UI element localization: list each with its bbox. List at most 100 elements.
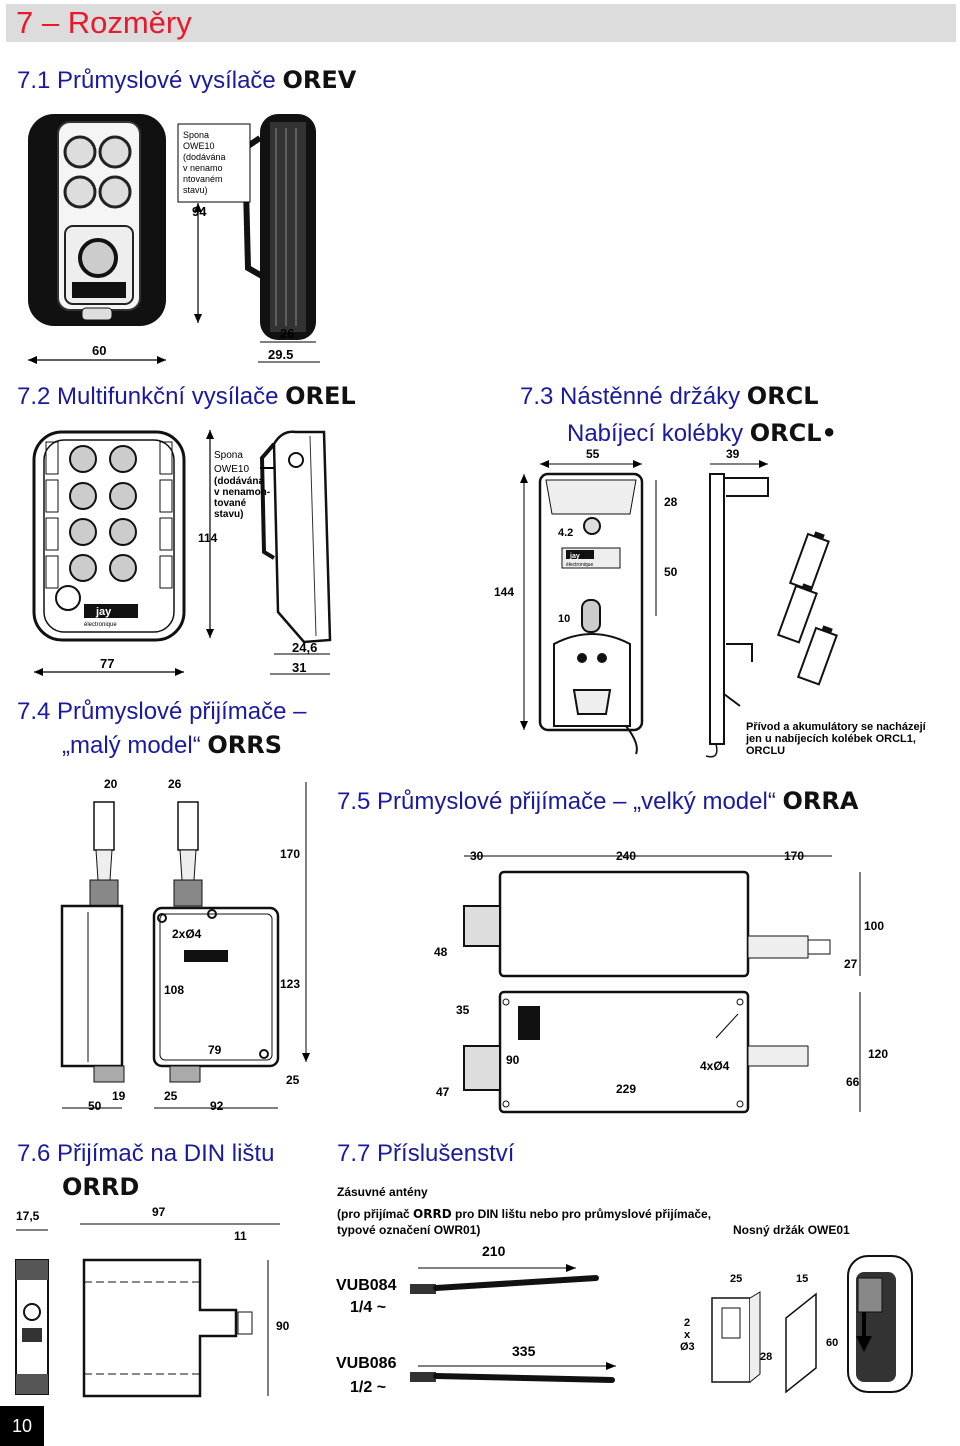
brand-logo: jay	[95, 606, 112, 618]
dim-50: 50	[88, 1099, 102, 1113]
battery-2	[776, 583, 818, 644]
dim-240: 240	[616, 849, 636, 863]
figure-orcl-holder: 55 39 jay électronique 4.2 10 144 28 50 …	[494, 447, 929, 758]
product-code-orra: ORRA	[782, 787, 859, 815]
dim-11: 11	[234, 1229, 247, 1243]
dim-width: 60	[92, 343, 106, 358]
clip-note: Spona OWE10 (dodávána v nenamo ntovaném …	[183, 130, 228, 195]
dim-17-5: 17,5	[16, 1209, 40, 1223]
dim-92: 92	[210, 1099, 224, 1113]
section-7-5-heading: 7.5 Průmyslové přijímače – „velký model“…	[337, 787, 859, 815]
ant1-length: 210	[482, 1243, 506, 1259]
dim-48: 48	[434, 945, 448, 959]
dim-30: 30	[470, 849, 484, 863]
dim-90: 90	[506, 1053, 520, 1067]
dim-97: 97	[152, 1205, 166, 1219]
holder-side	[709, 473, 725, 745]
dim-holes: 2xØ4	[172, 927, 202, 941]
figure-orra-receiver: 30 240 170 100 48 27 35 90 4xØ4 120 47 2…	[434, 849, 888, 1114]
dim-width-1: 55	[586, 447, 600, 461]
figure-antennas: 210 VUB084 1/4 ~ 335 VUB086 1/2 ~	[336, 1243, 616, 1396]
orel-body-front	[32, 430, 186, 642]
brand-logo: jay	[569, 553, 580, 560]
dim-height: 114	[198, 531, 218, 545]
dim-depth-2: 31	[292, 660, 306, 675]
charger-note: Přívod a akumulátory se nacházejí jen u …	[745, 721, 929, 757]
dim-depth-2: 29.5	[268, 347, 293, 362]
dim-holes: 4xØ4	[700, 1059, 730, 1073]
holder-title: Nosný držák OWE01	[733, 1223, 850, 1237]
dim-50: 50	[664, 565, 678, 579]
brand-subtitle: électronique	[84, 622, 117, 628]
dim-depth-1: 24,6	[292, 640, 317, 655]
din-front	[15, 1259, 49, 1395]
ant2-length: 335	[512, 1343, 536, 1359]
dim-28: 28	[664, 495, 678, 509]
dim-20: 20	[104, 777, 118, 791]
section-7-6-subheading: ORRD	[62, 1173, 139, 1202]
battery-3	[796, 625, 838, 686]
ant2-fraction: 1/2 ~	[350, 1379, 386, 1396]
antennas-note-line-2: typové označení OWR01)	[337, 1223, 481, 1237]
dim-depth-1: 26	[280, 326, 294, 341]
receiver-side	[60, 904, 124, 1068]
figure-orrd-receiver: 17,5 97 11 90	[15, 1205, 290, 1398]
figure-orel-transmitter: jay électronique 114 77 24,6 31 Spona OW…	[32, 430, 332, 676]
dim-100: 100	[864, 919, 884, 933]
din-side	[82, 1258, 238, 1398]
dim-26: 26	[168, 777, 182, 791]
section-7-6-heading: 7.6 Přijímač na DIN lištu	[17, 1140, 275, 1167]
dim-width: 77	[100, 656, 114, 671]
product-code-orrd: ORRD	[62, 1173, 140, 1201]
dim-79: 79	[208, 1043, 222, 1057]
holder-dim-60: 60	[826, 1337, 838, 1349]
orel-body-side	[272, 430, 332, 644]
section-7-2-heading: 7.2 Multifunkční vysílače OREL	[17, 382, 356, 410]
section-7-4-subheading: „malý model“ ORRS	[62, 731, 283, 759]
dim-25-bottom: 25	[164, 1089, 178, 1103]
figure-orrs-receiver: 20 26 2xØ4 170 108 123 79 25 50 19 25 92	[60, 777, 310, 1113]
dim-229: 229	[616, 1082, 636, 1096]
clip-note-box	[177, 123, 251, 203]
chapter-title-bar: 7 – Rozměry	[6, 4, 956, 42]
dim-height: 144	[494, 585, 514, 599]
dim-66: 66	[846, 1075, 860, 1089]
dim-19: 19	[112, 1089, 126, 1103]
holder-dim-2: 2	[684, 1317, 690, 1329]
holder-dim-25: 25	[730, 1273, 742, 1285]
dim-width-2: 39	[726, 447, 740, 461]
product-code-orev: OREV	[282, 66, 357, 94]
clip-note: Spona OWE10 (dodávána v nenamon- tované …	[214, 450, 273, 520]
receiver-top-view	[498, 870, 750, 978]
holder-dim-o3: Ø3	[680, 1341, 695, 1353]
holder-dim-28: 28	[760, 1351, 772, 1363]
dim-27: 27	[844, 957, 858, 971]
section-7-3-heading: 7.3 Nástěnné držáky ORCL	[520, 382, 819, 410]
section-7-7-heading: 7.7 Příslušenství	[337, 1140, 515, 1167]
section-7-3-subheading: Nabíjecí kolébky ORCL•	[567, 419, 837, 447]
dim-4-2: 4.2	[558, 527, 573, 539]
page-number: 10	[0, 1406, 44, 1446]
dim-123: 123	[280, 977, 300, 991]
receiver-front	[152, 906, 280, 1068]
product-code-orrs: ORRS	[207, 731, 283, 759]
dim-height: 94	[192, 204, 207, 219]
product-code-orcl: ORCL	[746, 382, 819, 410]
dim-47: 47	[436, 1085, 450, 1099]
figure-orev-transmitter: 94 60 26 29.5 Spona OWE10 (dodávána v ne…	[28, 114, 320, 364]
dim-108: 108	[164, 983, 184, 997]
dim-10: 10	[558, 613, 570, 625]
holder-dim-15: 15	[796, 1273, 808, 1285]
dim-90: 90	[276, 1319, 290, 1333]
battery-1	[788, 531, 830, 592]
section-7-1-heading: 7.1 Průmyslové vysílače OREV	[17, 66, 357, 94]
antennas-note-line-1: (pro přijímač ORRD pro DIN lištu nebo pr…	[337, 1207, 712, 1221]
ant1-name: VUB084	[336, 1277, 397, 1294]
dim-170: 170	[280, 847, 300, 861]
dim-25-right: 25	[286, 1073, 300, 1087]
dim-170: 170	[784, 849, 804, 863]
brand-subtitle: électronique	[566, 562, 593, 568]
chapter-title: 7 – Rozměry	[16, 5, 192, 40]
dim-35: 35	[456, 1003, 470, 1017]
ant2-name: VUB086	[336, 1355, 397, 1372]
